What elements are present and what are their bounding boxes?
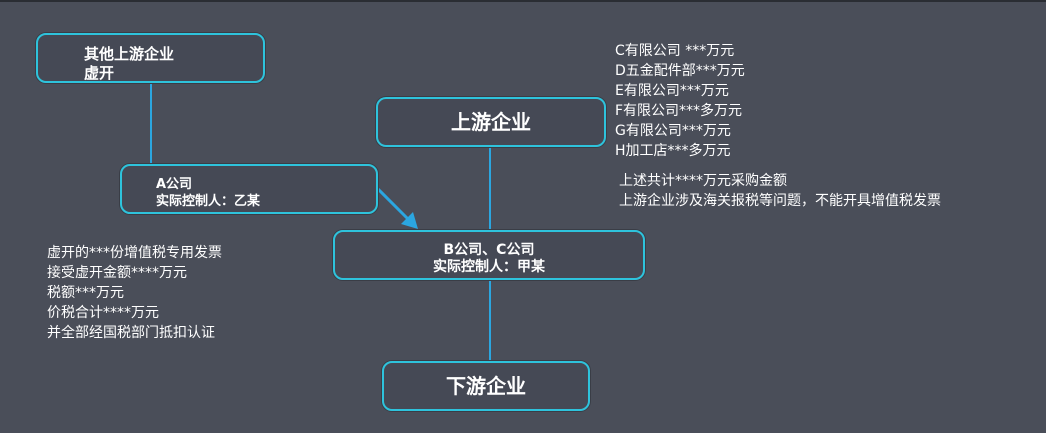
supplier-item: G有限公司***万元 [615,123,731,139]
node-downstream-title: 下游企业 [446,374,526,398]
node-company-bc-controller: 实际控制人：甲某 [433,259,545,275]
supplier-item: D五金配件部***万元 [615,63,745,79]
arrow-head [401,212,418,229]
invoice-item: 税额***万元 [47,285,124,301]
node-other-upstream-subtitle: 虚开 [84,64,115,82]
supplier-item: E有限公司***万元 [615,83,729,99]
summary-item: 上游企业涉及海关报税等问题，不能开具增值税发票 [619,193,941,209]
top-divider [0,0,1046,2]
node-upstream-title: 上游企业 [451,110,531,134]
node-upstream: 上游企业 [376,97,606,147]
node-company-bc-title: B公司、C公司 [443,242,535,258]
invoice-list: 虚开的***份增值税专用发票 接受虚开金额****万元 税额***万元 价税合计… [47,243,222,343]
invoice-item: 并全部经国税部门抵扣认证 [47,325,215,341]
arrow-a-to-bc [376,187,410,221]
node-company-a-controller: 实际控制人：乙某 [156,194,261,209]
invoice-item: 接受虚开金额****万元 [47,265,187,281]
summary-list: 上述共计****万元采购金额 上游企业涉及海关报税等问题，不能开具增值税发票 [619,171,941,211]
node-other-upstream-title: 其他上游企业 [84,45,175,63]
summary-item: 上述共计****万元采购金额 [619,173,787,189]
node-company-a: A公司 实际控制人：乙某 [120,164,378,214]
supplier-list: C有限公司 ***万元 D五金配件部***万元 E有限公司***万元 F有限公司… [615,41,745,161]
supplier-item: F有限公司***多万元 [615,103,743,119]
node-other-upstream: 其他上游企业 虚开 [36,33,265,83]
node-company-a-title: A公司 [156,177,193,192]
supplier-item: C有限公司 ***万元 [615,43,735,59]
invoice-item: 虚开的***份增值税专用发票 [47,245,222,261]
supplier-item: H加工店***多万元 [615,143,731,159]
node-downstream: 下游企业 [382,361,590,411]
invoice-item: 价税合计****万元 [47,305,159,321]
node-company-bc: B公司、C公司 实际控制人：甲某 [333,230,645,280]
